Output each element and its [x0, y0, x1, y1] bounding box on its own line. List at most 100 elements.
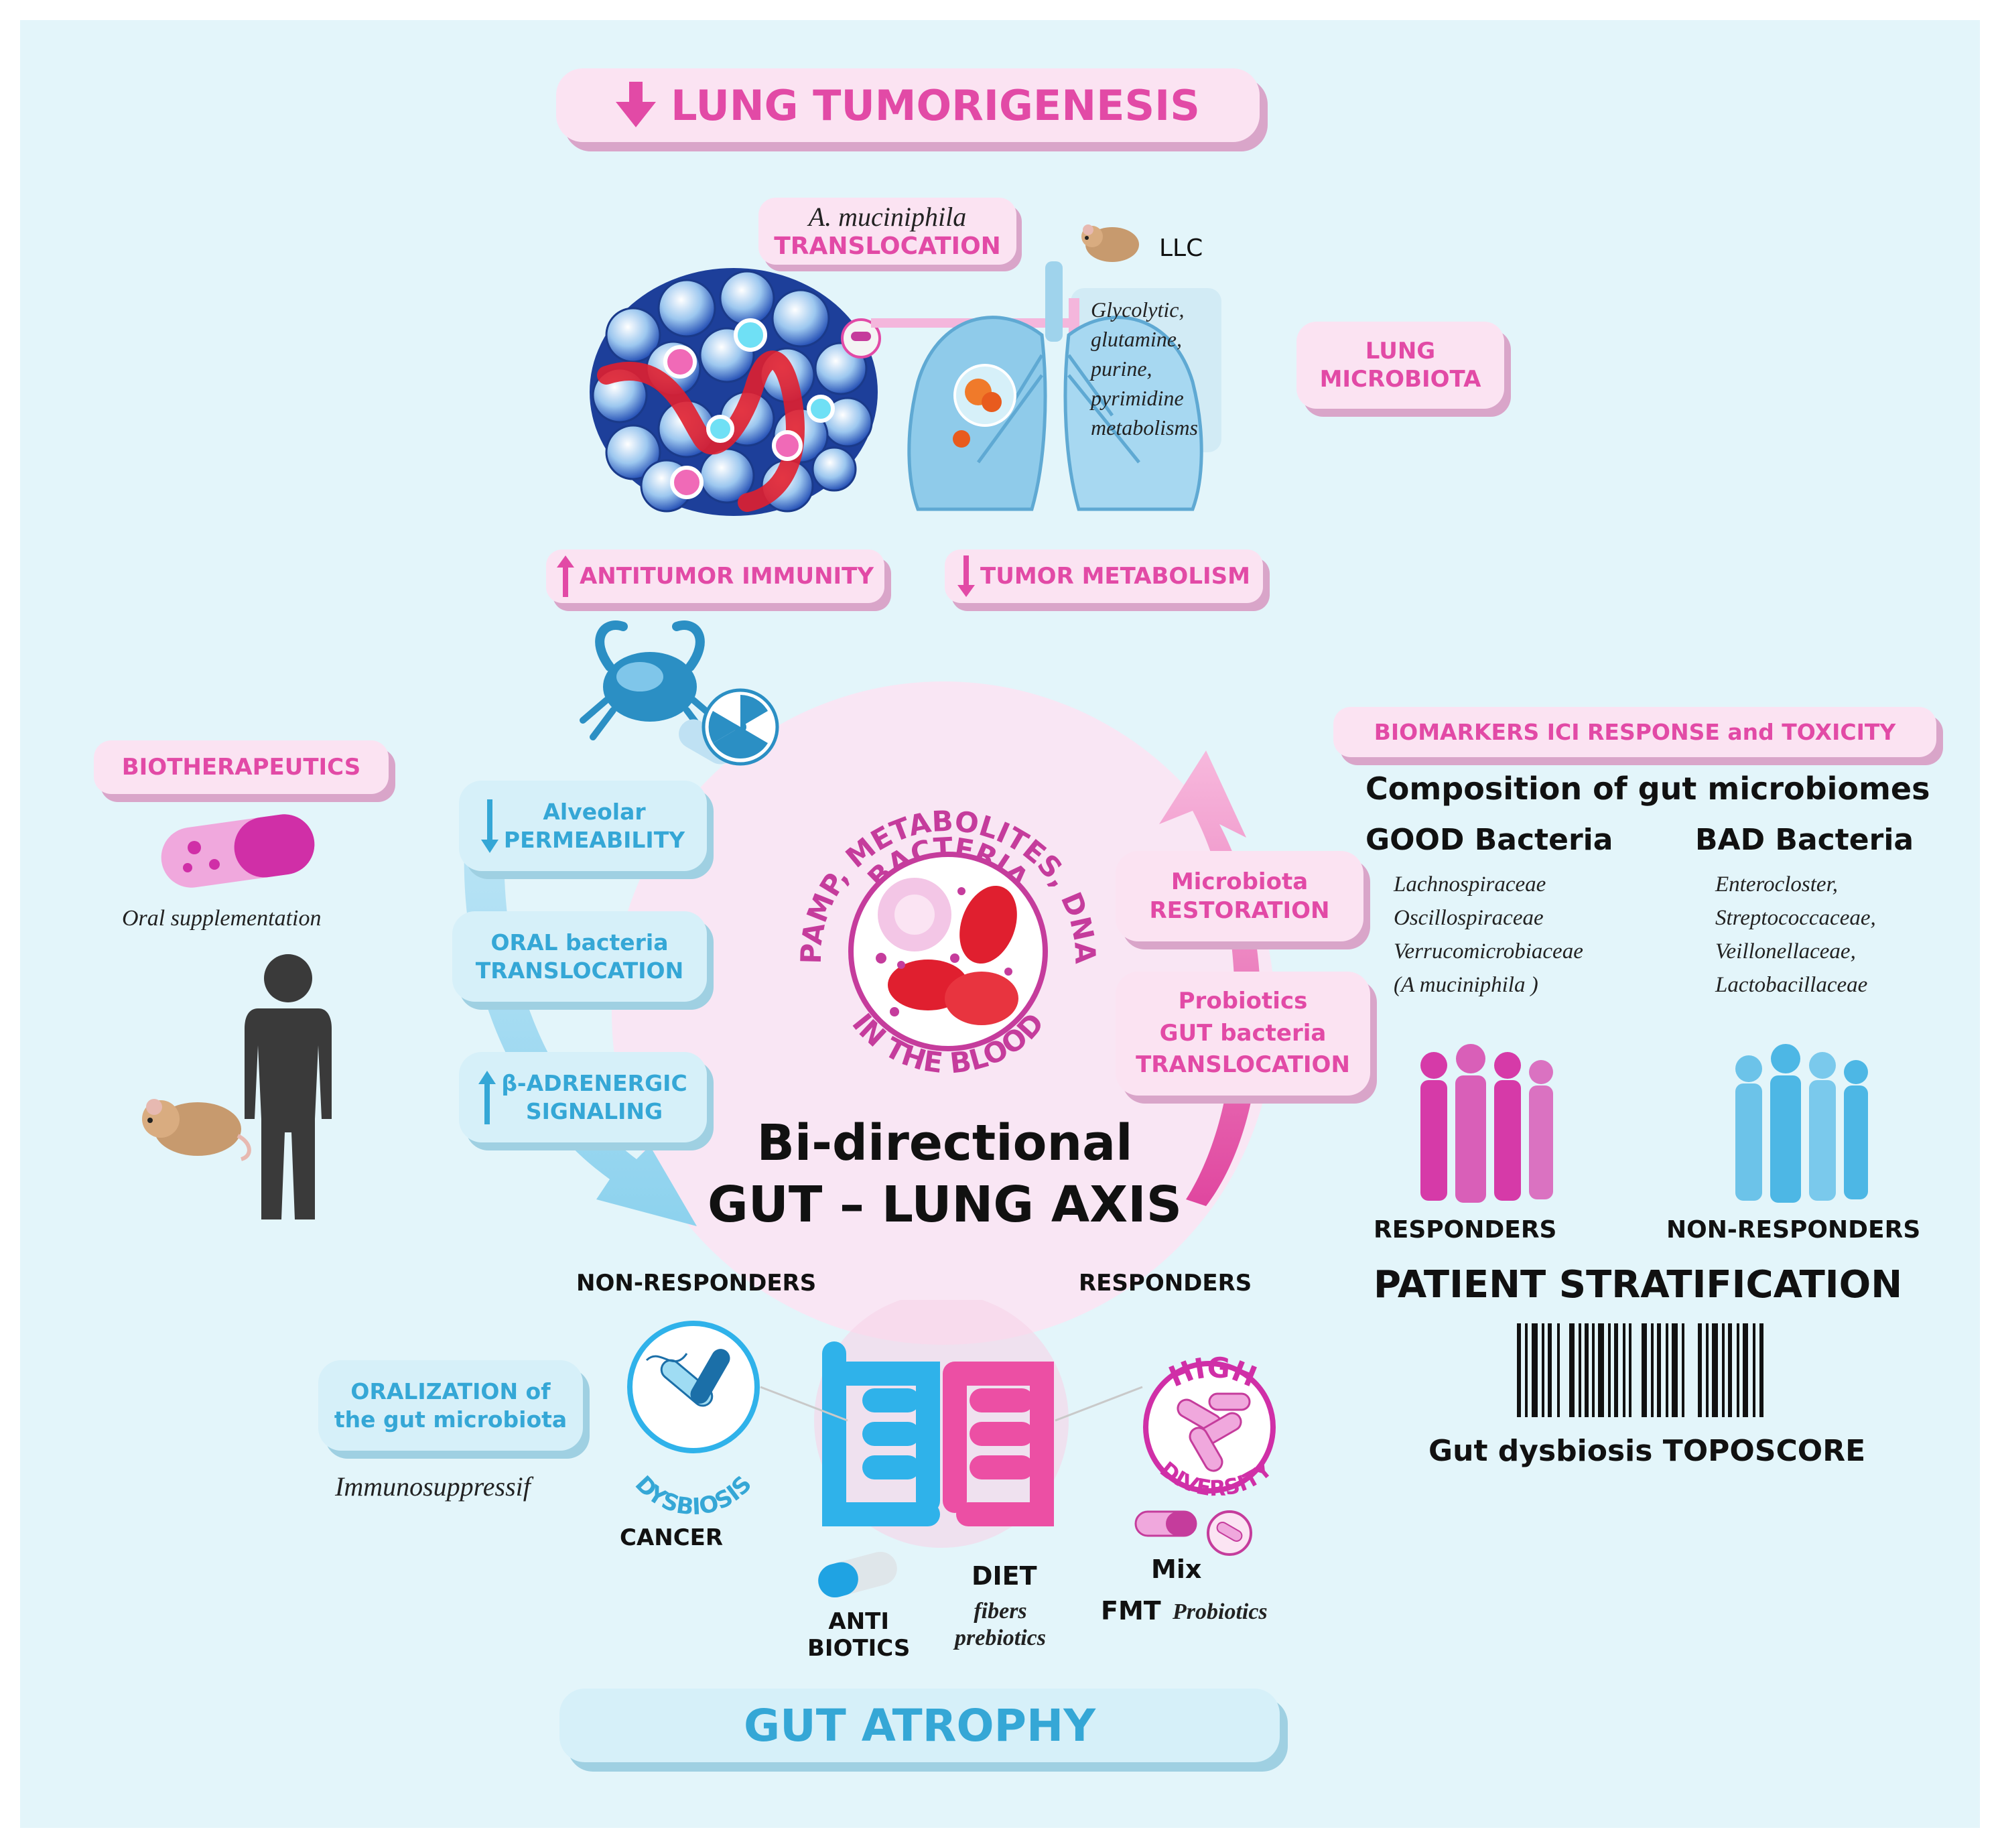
biotherapeutics-box: BIOTHERAPEUTICS [94, 740, 389, 794]
oral-supplementation-label: Oral supplementation [122, 906, 322, 931]
adrenergic-line: β-ADRENERGIC [501, 1070, 687, 1097]
metabolism-item: glutamine, [1091, 327, 1182, 351]
bad-bacteria-title: BAD Bacteria [1695, 823, 1914, 857]
gut-non-responders-label: NON-RESPONDERS [576, 1270, 817, 1297]
biomarkers-label: BIOMARKERS ICI RESPONSE and TOXICITY [1374, 719, 1896, 745]
diagram-canvas: LUNG TUMORIGENESIS A. muciniphila TRANSL… [20, 20, 1980, 1828]
good-bacteria-item: Lachnospiraceae [1394, 872, 1546, 897]
diet-item: prebiotics [955, 1626, 1046, 1650]
tumor-metabolism-box: TUMOR METABOLISM [945, 549, 1263, 603]
dysbiosis-label: DYSBIOSIS [630, 1471, 757, 1521]
good-bacteria-item: Verrucomicrobiaceae [1394, 939, 1583, 964]
bad-bacteria-list: Enterocloster, Streptococcaceae, Veillon… [1715, 868, 1876, 1002]
toposcore-label: Gut dysbiosis TOPOSCORE [1428, 1434, 1866, 1468]
lung-tumorigenesis-banner: LUNG TUMORIGENESIS [556, 68, 1260, 142]
axis-title-line: Bi-directional [756, 1114, 1133, 1172]
arrow-up-icon [556, 555, 574, 597]
gut-atrophy-banner: GUT ATROPHY [559, 1689, 1280, 1762]
arrow-up-icon [478, 1070, 496, 1124]
oral-bacteria-line: TRANSLOCATION [475, 957, 684, 984]
probiotic-mix-icon [1134, 1510, 1252, 1556]
patient-stratification-title: PATIENT STRATIFICATION [1374, 1263, 1903, 1307]
diet-items: fibers prebiotics [955, 1598, 1046, 1652]
probiotics-line: Probiotics [1178, 988, 1308, 1015]
axis-title-line: GUT – LUNG AXIS [707, 1176, 1183, 1234]
non-responders-label: NON-RESPONDERS [1666, 1216, 1921, 1244]
crab-icon [580, 620, 779, 766]
microbiota-restoration-line: Microbiota [1171, 868, 1309, 895]
probiotics-line: TRANSLOCATION [1136, 1051, 1350, 1079]
blood-circle: PAMP, METABOLITES, DNA BACTERIA IN THE B… [795, 805, 1102, 1080]
fmt-label: FMT [1101, 1596, 1161, 1626]
arrow-down-icon [616, 82, 657, 127]
oral-bacteria-line: ORAL bacteria [490, 929, 669, 956]
lungs-illustration [907, 261, 1203, 511]
arrow-down-icon [957, 555, 976, 597]
alveolar-permeability-box: Alveolar PERMEABILITY [459, 781, 707, 871]
llc-label: LLC [1159, 235, 1203, 262]
lung-microbiota-line: LUNG [1365, 337, 1436, 365]
cancer-label: CANCER [620, 1524, 724, 1551]
lung-microbiota-box: LUNG MICROBIOTA [1296, 322, 1504, 409]
metabolism-item: Glycolytic, [1091, 298, 1185, 322]
lung-tumorigenesis-title: LUNG TUMORIGENESIS [671, 80, 1200, 130]
oralization-line: ORALIZATION of [350, 1378, 551, 1405]
biomarkers-box: BIOMARKERS ICI RESPONSE and TOXICITY [1333, 707, 1936, 757]
non-responders-people-icon [1735, 1044, 1868, 1203]
oral-bacteria-translocation-box: ORAL bacteria TRANSLOCATION [452, 911, 707, 1002]
arrow-down-icon [480, 799, 498, 853]
antibiotics-line: ANTI [828, 1608, 889, 1635]
metabolism-item: metabolisms [1091, 415, 1198, 440]
antitumor-immunity-box: ANTITUMOR IMMUNITY [546, 549, 884, 603]
alveolar-line: Alveolar [543, 799, 646, 826]
gut-atrophy-title: GUT ATROPHY [743, 1699, 1096, 1752]
probiotics-translocation-box: Probiotics GUT bacteria TRANSLOCATION [1116, 972, 1370, 1096]
axis-title: Bi-directional GUT – LUNG AXIS [704, 1112, 1186, 1236]
diet-item: fibers [974, 1599, 1027, 1624]
akk-species: A. muciniphila [808, 202, 967, 233]
adrenergic-line: SIGNALING [525, 1098, 663, 1124]
responders-people-icon [1420, 1044, 1553, 1203]
biotherapeutics-label: BIOTHERAPEUTICS [121, 754, 361, 781]
oralization-box: ORALIZATION of the gut microbiota [318, 1360, 583, 1451]
good-bacteria-item: (A muciniphila ) [1394, 973, 1538, 997]
mouse-icon [1081, 224, 1139, 262]
antitumor-immunity-label: ANTITUMOR IMMUNITY [579, 563, 874, 590]
capsule-icon [161, 814, 315, 888]
probiotics-line: GUT bacteria [1159, 1019, 1327, 1047]
bad-bacteria-item: Veillonellaceae, [1715, 939, 1856, 964]
probiotics-mix-label: Probiotics [1173, 1599, 1268, 1624]
alveolar-line: PERMEABILITY [503, 826, 685, 853]
oralization-line: the gut microbiota [334, 1406, 568, 1433]
immunosuppressif-label: Immunosuppressif [335, 1471, 531, 1502]
akk-translocation-box: A. muciniphila TRANSLOCATION [758, 198, 1016, 265]
good-bacteria-item: Oscillospiraceae [1394, 906, 1544, 930]
lung-microbiota-line: MICROBIOTA [1319, 366, 1481, 393]
microbiota-restoration-box: Microbiota RESTORATION [1116, 851, 1363, 941]
antibiotics-label: ANTI BIOTICS [807, 1608, 910, 1662]
antibiotics-line: BIOTICS [807, 1635, 911, 1662]
metabolism-item: pyrimidine [1091, 386, 1184, 410]
mix-label: Mix [1151, 1555, 1202, 1584]
antibiotic-capsule-icon [818, 1551, 897, 1598]
composition-title: Composition of gut microbiomes [1365, 771, 1930, 807]
barcode-icon [1517, 1323, 1763, 1417]
tumor-cells-illustration [590, 268, 881, 516]
good-bacteria-list: Lachnospiraceae Oscillospiraceae Verruco… [1394, 868, 1583, 1002]
bad-bacteria-item: Lactobacillaceae [1715, 973, 1868, 997]
diet-label: DIET [972, 1561, 1037, 1591]
responders-label: RESPONDERS [1374, 1216, 1557, 1244]
bad-bacteria-item: Streptococcaceae, [1715, 906, 1876, 930]
akk-translocation-label: TRANSLOCATION [774, 233, 1001, 261]
metabolism-item: purine, [1091, 356, 1152, 381]
tumor-metabolism-label: TUMOR METABOLISM [980, 563, 1250, 590]
good-bacteria-title: GOOD Bacteria [1365, 823, 1613, 857]
bad-bacteria-item: Enterocloster, [1715, 872, 1838, 897]
gut-responders-label: RESPONDERS [1079, 1270, 1252, 1297]
mouse-icon [142, 1099, 251, 1161]
adrenergic-signaling-box: β-ADRENERGIC SIGNALING [459, 1052, 707, 1142]
human-silhouette-icon [245, 954, 332, 1219]
gut-illustration: DYSBIOSIS HIGH DIVERSITY [627, 1300, 1277, 1548]
metabolisms-list: Glycolytic, glutamine, purine, pyrimidin… [1091, 295, 1198, 442]
microbiota-restoration-line: RESTORATION [1149, 897, 1330, 924]
